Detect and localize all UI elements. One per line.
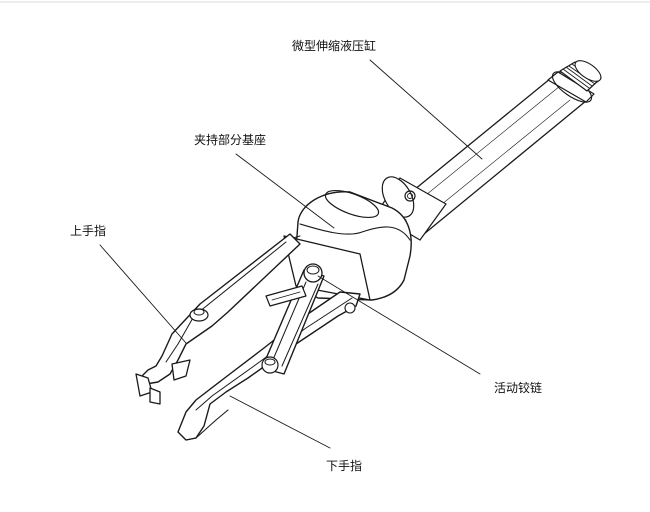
label-clamp-base: 夹持部分基座 <box>194 133 267 147</box>
label-movable-hinge: 活动铰链 <box>494 381 543 395</box>
upper-finger-part <box>135 233 301 405</box>
label-lower-finger: 下手指 <box>326 459 363 473</box>
hinge-linkage <box>261 263 356 375</box>
leader-lines <box>99 59 483 449</box>
label-micro-hydraulic-cylinder: 微型伸缩液压缸 <box>292 39 377 53</box>
label-upper-finger: 上手指 <box>70 224 107 238</box>
leader-lower-finger <box>229 395 331 449</box>
threaded-end <box>559 60 602 92</box>
leader-base <box>235 153 335 229</box>
leader-hinge <box>317 275 481 375</box>
lower-finger-part <box>177 291 361 441</box>
leader-cylinder <box>369 59 483 160</box>
leader-upper-finger <box>99 244 187 344</box>
